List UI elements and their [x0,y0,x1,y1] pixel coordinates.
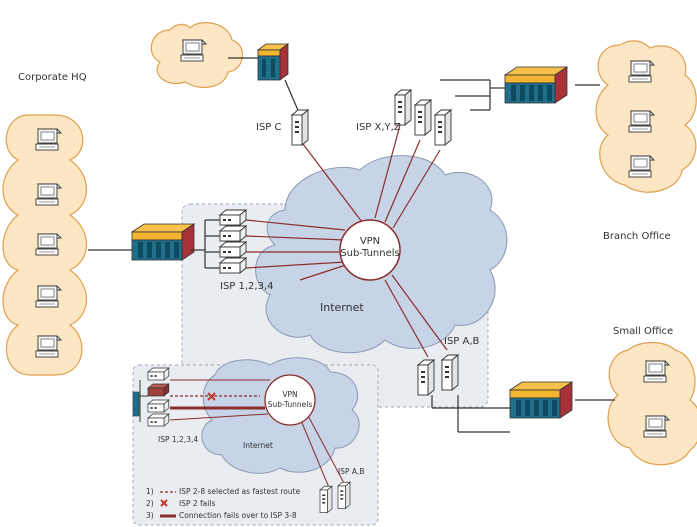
small-office-switch-icon [509,381,573,419]
branch-switch-icon [504,66,568,104]
vpn-hub [339,219,401,281]
corporate-hq-label: Corporate HQ [18,72,87,83]
legend-num-1: 1) [146,487,154,496]
tower-icon [417,359,435,396]
vpn-label: VPN [359,236,381,247]
small-office-label: Small Office [613,326,674,337]
tower-icon [414,99,432,136]
legend-text-2: ISP 2 fails [179,499,216,508]
legend-text-1: ISP 2-8 selected as fastest route [179,487,301,496]
router-icon [219,209,247,226]
corporate-hq-site [2,114,87,376]
tower-icon [394,89,412,126]
internet-label: Internet [320,301,364,314]
isp-ab-label: ISP A,B [444,336,480,347]
legend-num-2: 2) [146,499,154,508]
inset-internet-label: Internet [243,441,273,450]
branch-office-label: Branch Office [603,231,671,242]
small-office-site [607,341,697,466]
sub-tunnels-label: Sub-Tunnels [340,248,400,259]
inset-sub-tunnels-label: Sub-Tunnels [267,400,313,409]
inset-vpn-hub-label: VPN Sub-Tunnels [265,390,315,410]
firewall-icon [257,43,289,81]
failure-x-icon [207,392,216,401]
router-icon [219,257,247,274]
hq-switch-icon [131,223,195,261]
isp-1234-label: ISP 1,2,3,4 [220,281,274,292]
inset-vpn-label: VPN [282,390,298,399]
inset-isp-1234-label: ISP 1,2,3,4 [158,435,199,444]
branch-office-site [595,40,697,193]
legend-text-3: Connection fails over to ISP 3-8 [179,511,297,520]
legend-num-3: 3) [146,511,154,520]
tower-icon [441,354,459,391]
legend-x-icon [160,499,168,507]
router-icon [219,241,247,258]
failed-router-icon [147,383,170,397]
isp-c-label: ISP C [256,122,282,133]
isp-c-device-icon [291,109,309,146]
inset-links [169,379,346,491]
inset-isp-ab-label: ISP A,B [338,467,365,476]
router-icon [219,225,247,242]
isp-xyz-label: ISP X,Y,Z [356,122,401,133]
tower-icon [434,109,452,146]
vpn-hub-label: VPN Sub-Tunnels [340,236,400,260]
inset-vpn-hub [264,374,316,426]
main-links [245,124,448,358]
remote-user-site [150,22,243,89]
